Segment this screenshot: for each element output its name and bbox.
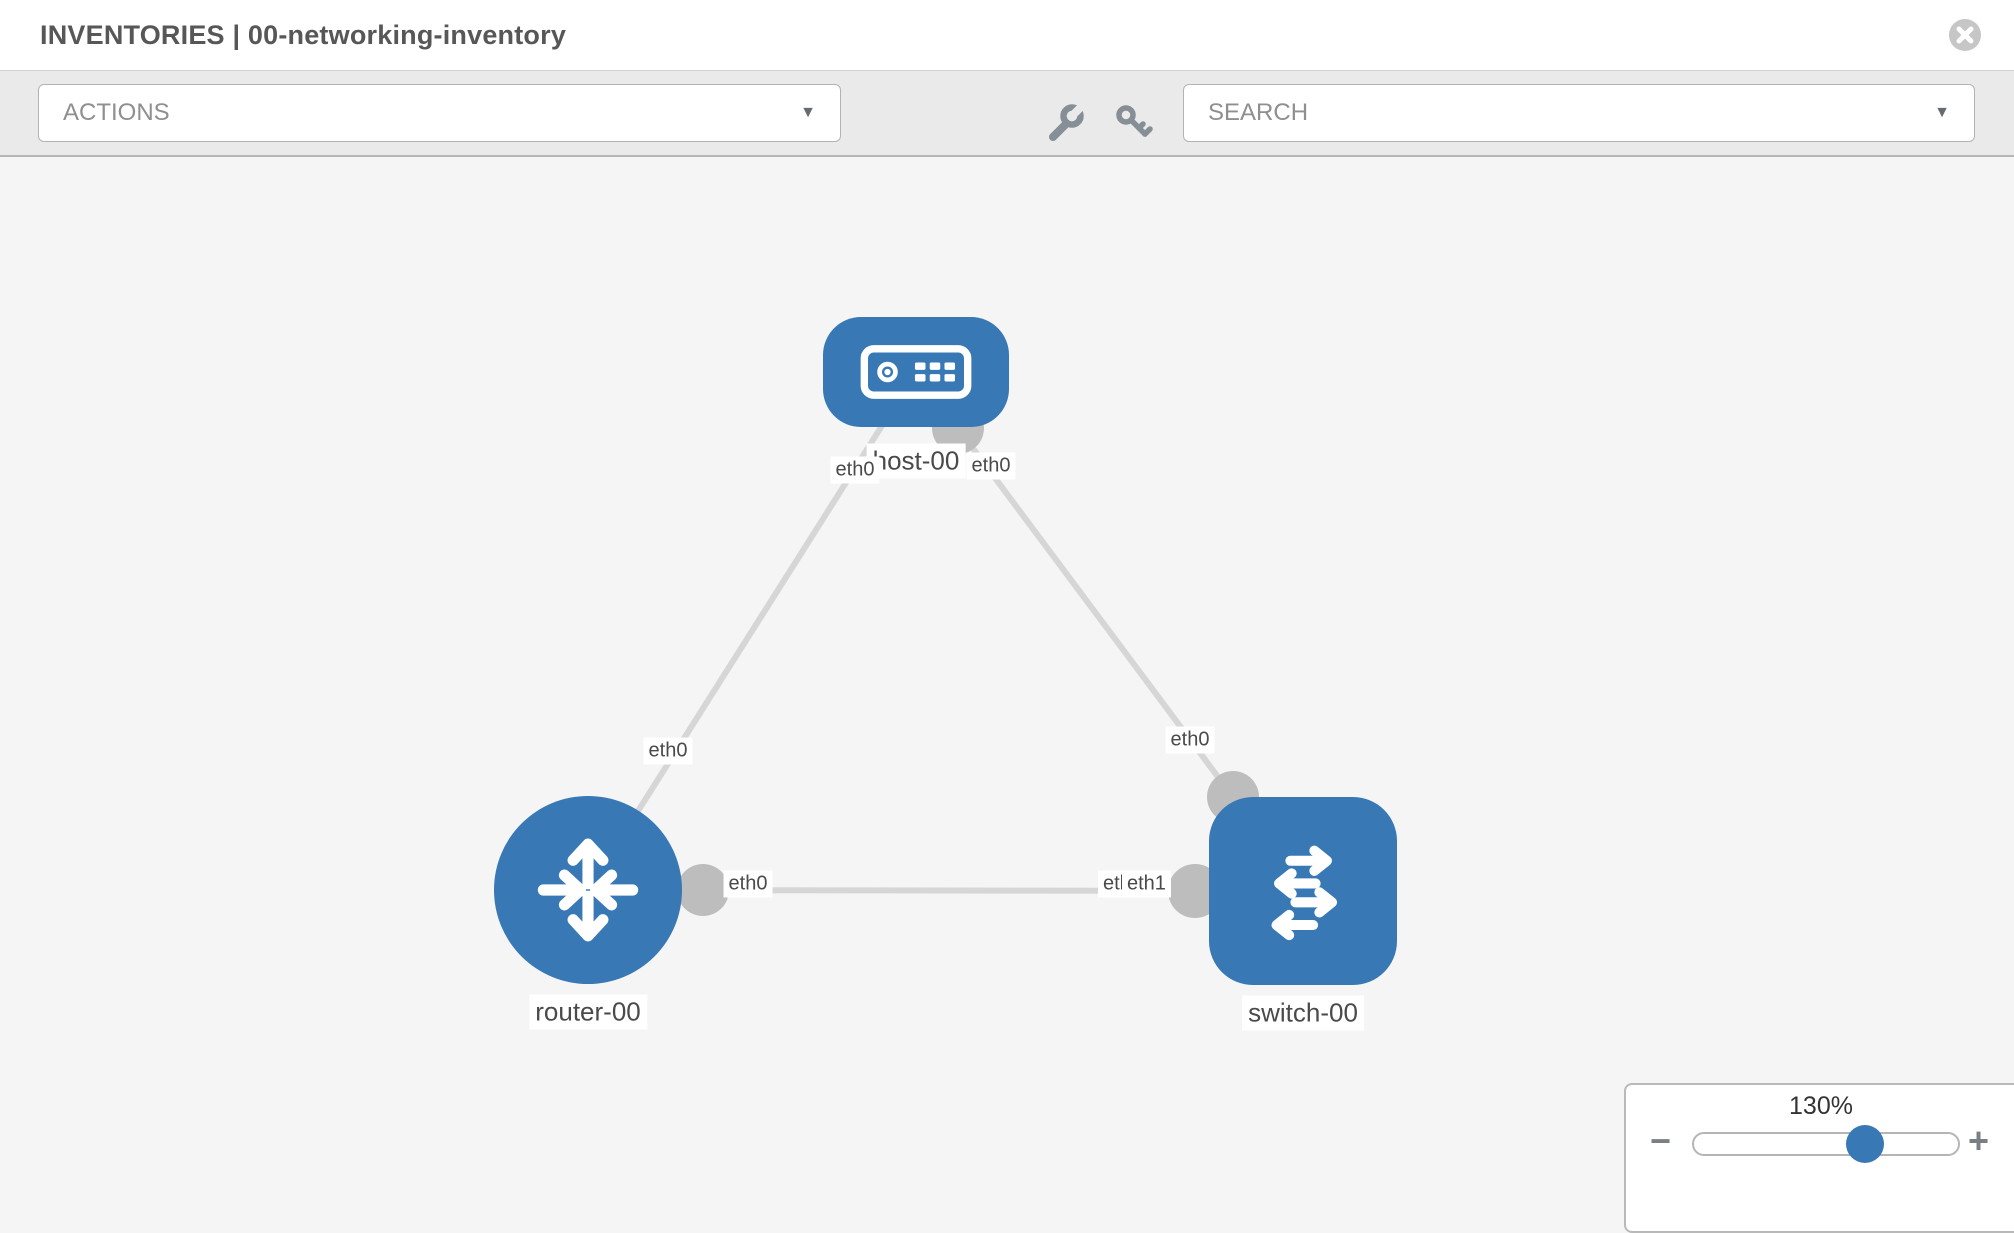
zoom-level-value: 130% bbox=[1789, 1092, 1853, 1120]
zoom-control-panel: 130% − + bbox=[1624, 1083, 2014, 1233]
chevron-down-icon: ▼ bbox=[1934, 104, 1950, 121]
chevron-down-icon: ▼ bbox=[800, 104, 816, 121]
node-label-router-00: router-00 bbox=[529, 994, 647, 1030]
topology-canvas[interactable]: host-00 router-00 switch-00 eth0 eth0 et… bbox=[0, 157, 2014, 1200]
page-header: INVENTORIES | 00-networking-inventory bbox=[0, 0, 2014, 70]
wrench-icon[interactable] bbox=[1044, 101, 1088, 145]
zoom-slider-thumb[interactable] bbox=[1846, 1125, 1884, 1163]
page-title: INVENTORIES | 00-networking-inventory bbox=[40, 20, 567, 50]
router-icon bbox=[537, 838, 639, 942]
close-icon[interactable] bbox=[1948, 18, 1982, 52]
node-router-00[interactable] bbox=[494, 796, 682, 984]
interface-dot-router-eth0[interactable] bbox=[677, 864, 729, 916]
key-icon[interactable] bbox=[1112, 101, 1156, 145]
zoom-slider-track[interactable] bbox=[1692, 1132, 1960, 1156]
node-label-host-00: host-00 bbox=[866, 443, 966, 479]
node-host-00[interactable] bbox=[823, 317, 1009, 427]
interface-label-router-eth0: eth0 bbox=[723, 870, 773, 898]
node-switch-00[interactable] bbox=[1209, 797, 1397, 985]
toolbar: ACTIONS ▼ SEARCH ▼ bbox=[0, 70, 2014, 157]
actions-dropdown-label: ACTIONS bbox=[63, 99, 170, 126]
topology-links-layer bbox=[585, 370, 1306, 918]
search-input[interactable]: SEARCH bbox=[1208, 99, 1309, 126]
interface-label-host-eth0-left: eth0 bbox=[830, 456, 880, 484]
search-dropdown[interactable]: SEARCH ▼ bbox=[1183, 84, 1975, 142]
interface-label-switch-link-eth0: eth0 bbox=[1165, 726, 1215, 754]
interface-dot-switch-eth1[interactable] bbox=[1168, 864, 1222, 918]
interface-label-host-eth0-right: eth0 bbox=[966, 452, 1016, 480]
zoom-in-button[interactable]: + bbox=[1968, 1120, 1990, 1161]
actions-dropdown[interactable]: ACTIONS ▼ bbox=[38, 84, 841, 142]
zoom-out-button[interactable]: − bbox=[1650, 1120, 1672, 1161]
interface-label-switch-eth1: eth1 bbox=[1122, 870, 1171, 898]
node-label-switch-00: switch-00 bbox=[1242, 995, 1364, 1031]
host-icon bbox=[860, 345, 972, 399]
switch-icon bbox=[1271, 845, 1338, 941]
interface-label-router-link-eth0: eth0 bbox=[643, 737, 693, 765]
